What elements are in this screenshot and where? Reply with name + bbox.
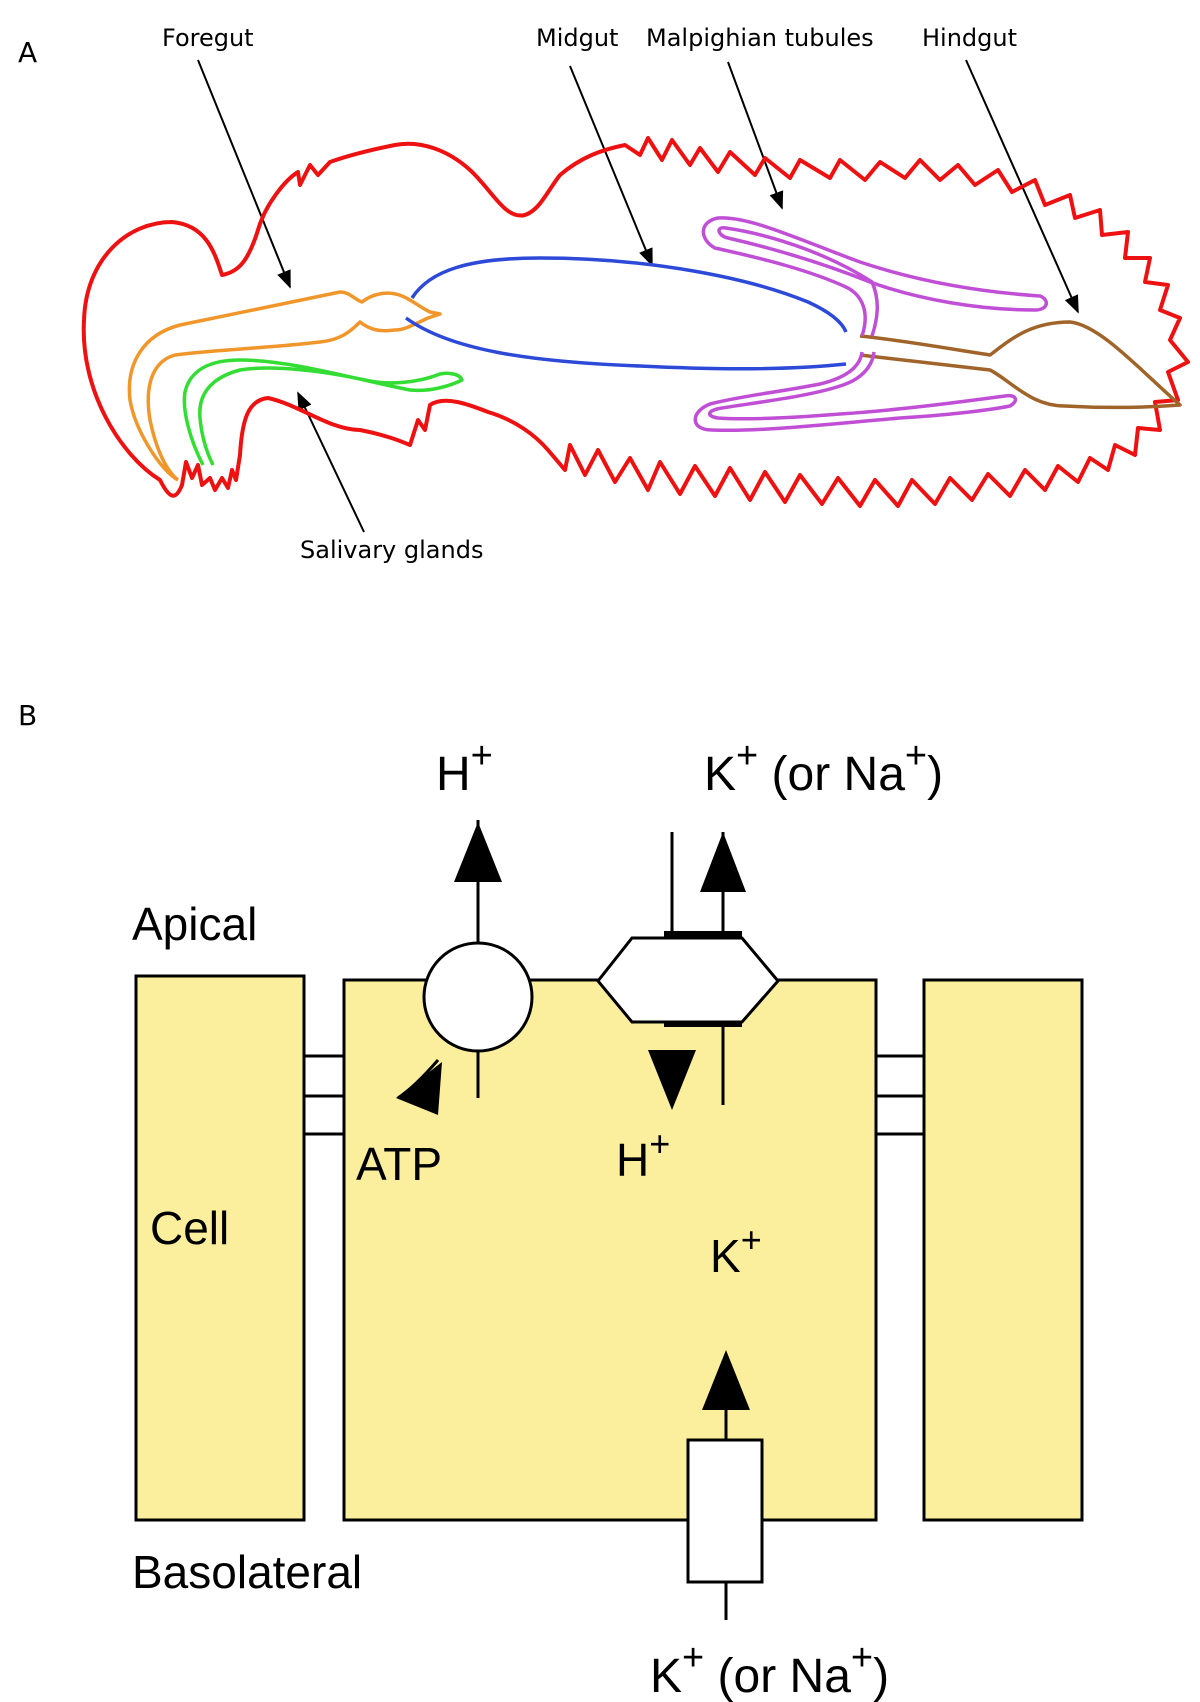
cell-center <box>342 978 878 1522</box>
atp-label: ATP <box>356 1138 442 1190</box>
midgut-lower <box>404 316 847 371</box>
h-in-arrowhead <box>648 1050 696 1110</box>
arrow-foregut <box>197 59 291 289</box>
atp-arrowhead <box>396 1062 442 1115</box>
cell-right <box>922 978 1084 1522</box>
h-in-label: H+ <box>616 1123 670 1186</box>
k-out-arrowhead <box>700 832 746 892</box>
k-in-arrowhead <box>702 1350 750 1410</box>
panel-a: A Foregut Midgut Malpighian tubules Hind… <box>18 24 1190 564</box>
hindgut <box>859 320 1182 410</box>
basolateral-transporter <box>686 1438 764 1584</box>
panel-a-letter: A <box>18 36 37 69</box>
basolateral-label: Basolateral <box>132 1546 362 1598</box>
label-salivary-glands: Salivary glands <box>300 536 483 564</box>
malpighian-tubules-upper <box>701 216 1048 337</box>
midgut <box>410 256 848 333</box>
k-bottom-label: K+ (or Na+) <box>650 1637 889 1702</box>
k-out-label: K+ (or Na+) <box>704 735 943 801</box>
arrow-malpighian <box>727 61 784 210</box>
junction-left <box>304 1054 344 1136</box>
salivary-glands <box>182 358 464 466</box>
panel-b: B <box>18 699 1084 1702</box>
malpighian-tubules-lower <box>693 351 1018 433</box>
label-hindgut: Hindgut <box>922 24 1017 52</box>
junction-right <box>876 1054 924 1136</box>
label-malpighian-tubules: Malpighian tubules <box>646 24 874 52</box>
body-outline <box>81 136 1190 508</box>
h-out-arrowhead <box>454 822 502 882</box>
arrow-midgut <box>569 65 653 267</box>
k-in-label: K+ <box>710 1219 762 1282</box>
h-out-label: H+ <box>436 735 493 801</box>
panel-b-letter: B <box>18 699 37 732</box>
cell-label: Cell <box>150 1202 229 1254</box>
apical-label: Apical <box>132 898 257 950</box>
label-midgut: Midgut <box>536 24 618 52</box>
k-h-antiporter <box>596 936 780 1024</box>
arrow-salivary <box>297 391 365 533</box>
cell-left <box>134 974 306 1522</box>
label-foregut: Foregut <box>162 24 254 52</box>
foregut <box>127 290 442 482</box>
v-atpase-pump <box>422 941 534 1053</box>
